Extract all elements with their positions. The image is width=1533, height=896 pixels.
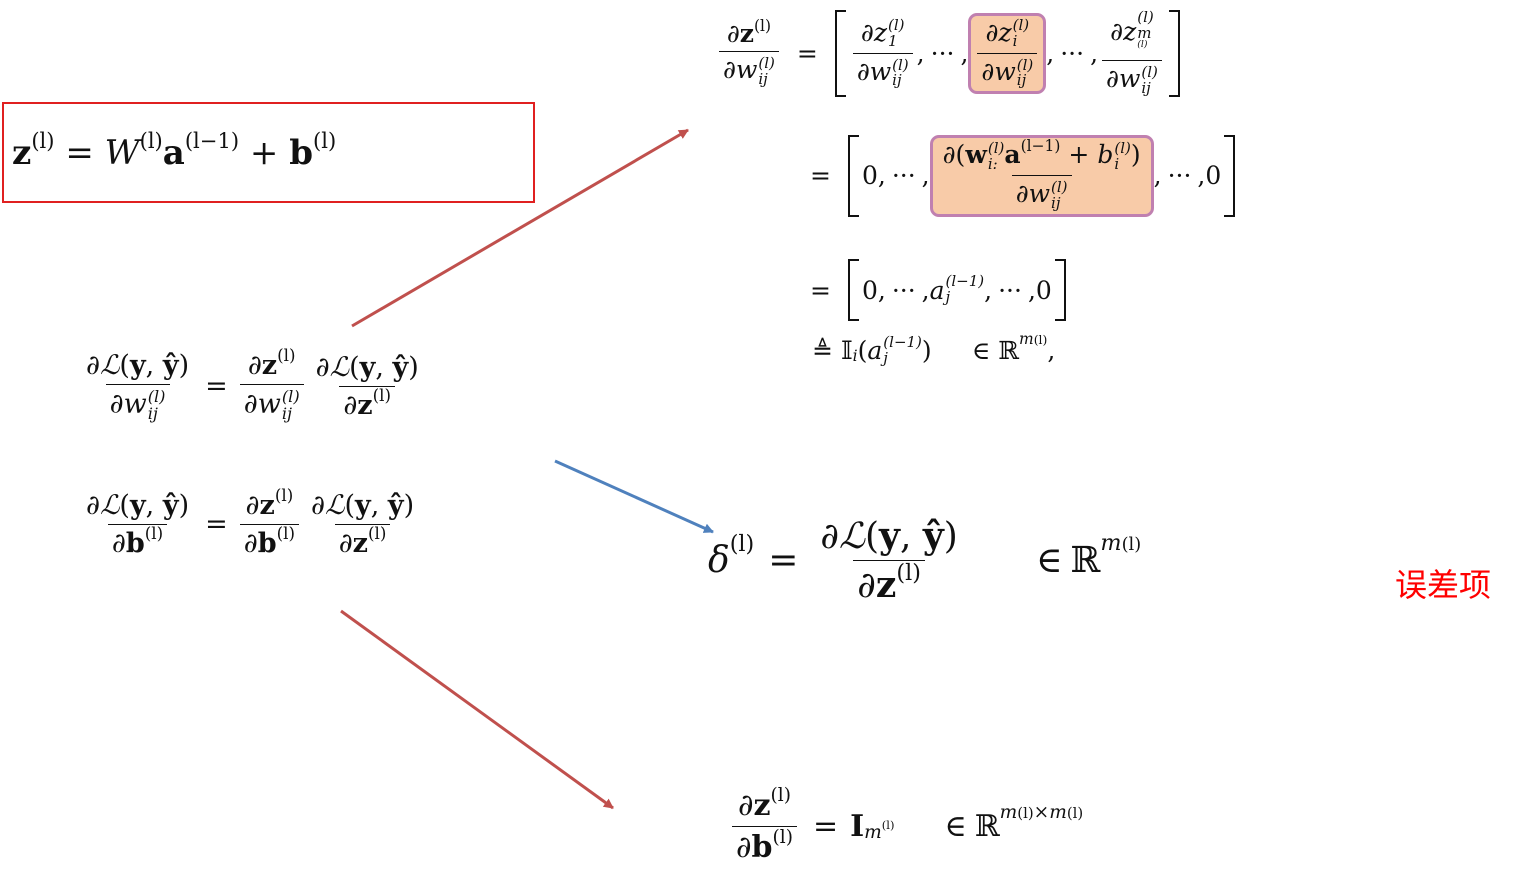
dL-dz-fraction-2: ∂ℒ(y, ŷ) ∂z(l): [311, 490, 415, 559]
arrow-to-bias-gradient: [340, 609, 614, 810]
forward-equation: z(l) = W(l)a(l−1) + b(l): [12, 127, 337, 173]
dL-db-fraction: ∂ℒ(y, ŷ) ∂b(l): [86, 490, 190, 559]
jacobian-row-vector: ∂z(l)1 ∂w(l)ij ,···, ∂z(l)i ∂w(l)ij ,···…: [832, 9, 1183, 97]
error-term-label: 误差项: [1395, 566, 1492, 604]
chain-rule-weight: ∂ℒ(y, ŷ) ∂w(l)ij = ∂z(l) ∂w(l)ij ∂ℒ(y, ŷ…: [78, 347, 427, 423]
dz-dwij-fraction: ∂z(l) ∂w(l)ij: [719, 18, 779, 87]
sparse-row-vector: 0,···, ∂(w(l)i:a(l−1) + b(l)i) ∂w(l)ij ,…: [845, 135, 1238, 217]
dz-db-fraction: ∂z(l) ∂b(l): [239, 487, 300, 559]
dz-dw-fraction: ∂z(l) ∂w(l)ij: [239, 347, 304, 422]
derivation-row-1: ∂z(l) ∂w(l)ij = ∂z(l)1 ∂w(l)ij ,···, ∂z(…: [715, 9, 1183, 97]
forward-equation-box: z(l) = W(l)a(l−1) + b(l): [2, 102, 535, 203]
arrow-to-weight-gradient: [351, 128, 689, 328]
arrow-to-error-term: [554, 459, 714, 534]
dz1-fraction: ∂z(l)1 ∂w(l)ij: [852, 17, 913, 90]
highlight-dzi: ∂z(l)i ∂w(l)ij: [968, 12, 1047, 94]
highlight-affine: ∂(w(l)i:a(l−1) + b(l)i) ∂w(l)ij: [929, 135, 1154, 217]
delta-fraction: ∂ℒ(y, ŷ) ∂z(l): [820, 515, 958, 606]
dzi-fraction: ∂z(l)i ∂w(l)ij: [977, 17, 1038, 90]
dL-dw-fraction: ∂ℒ(y, ŷ) ∂w(l)ij: [86, 350, 190, 423]
activation-row-vector: 0,···, a(l−1)j ,···,0: [845, 259, 1069, 321]
affine-fraction: ∂(w(l)i:a(l−1) + b(l)i) ∂w(l)ij: [942, 137, 1141, 212]
dz-db-identity-fraction: ∂z(l) ∂b(l): [732, 786, 797, 865]
dL-dz-fraction: ∂ℒ(y, ŷ) ∂z(l): [315, 351, 419, 421]
chain-rule-bias: ∂ℒ(y, ŷ) ∂b(l) = ∂z(l) ∂b(l) ∂ℒ(y, ŷ) ∂z…: [78, 487, 422, 559]
derivation-row-3: = 0,···, a(l−1)j ,···,0: [810, 258, 1069, 322]
dzm-fraction: ∂z(l)m(l) ∂w(l)ij: [1102, 9, 1162, 97]
derivation-row-2: = 0,···, ∂(w(l)i:a(l−1) + b(l)i) ∂w(l)ij…: [810, 135, 1238, 217]
